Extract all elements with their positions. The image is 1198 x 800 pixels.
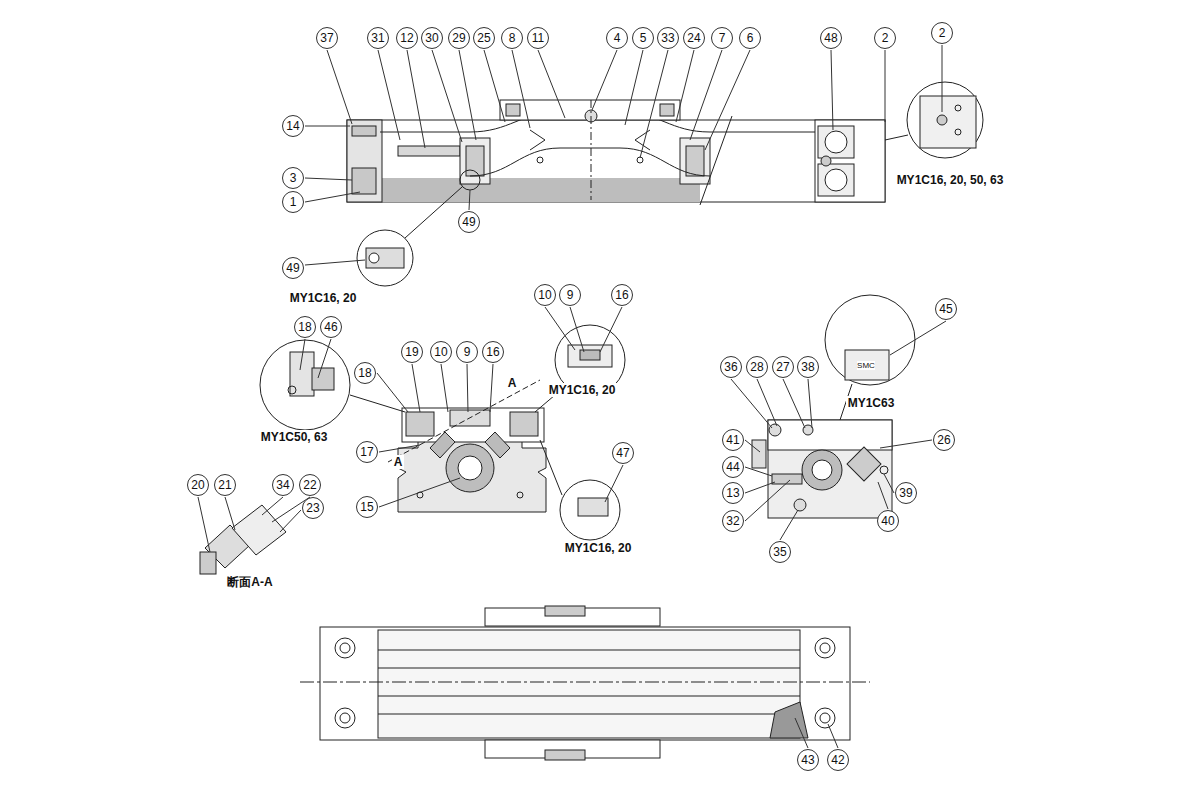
callout-number: 32 [722,510,744,532]
callout-number: 21 [214,474,236,496]
model-label: A [506,376,519,390]
model-label: MY1C16, 20 [288,291,359,305]
model-label: A [392,455,405,469]
model-label: MY1C16, 20 [563,541,634,555]
callout-number: 16 [482,341,504,363]
callout-number: 15 [356,496,378,518]
callout-number: 8 [501,27,523,49]
callout-number: 26 [933,429,955,451]
callout-number: 9 [456,341,478,363]
callout-number: 2 [931,22,953,44]
callout-number: 3 [282,167,304,189]
callout-number: 4 [606,27,628,49]
model-label: MY1C63 [846,396,897,410]
callout-number: 10 [534,284,556,306]
callout-number: 19 [401,341,423,363]
callout-number: 46 [320,316,342,338]
callout-number: 49 [282,257,304,279]
callout-number: 37 [316,27,338,49]
model-label: MY1C50, 63 [259,430,330,444]
callout-number: 47 [612,442,634,464]
callout-number: 22 [299,474,321,496]
callout-number: 2 [874,27,896,49]
callout-number: 27 [772,356,794,378]
model-label: MY1C16, 20, 50, 63 [895,173,1006,187]
callout-number: 48 [820,27,842,49]
callout-number: 18 [294,316,316,338]
callout-number: 43 [797,749,819,771]
callout-number: 31 [367,27,389,49]
model-label: MY1C16, 20 [547,383,618,397]
callout-number: 40 [877,510,899,532]
callout-number: 7 [711,27,733,49]
callout-number: 30 [421,27,443,49]
callout-number: 33 [657,27,679,49]
callout-number: 24 [683,27,705,49]
callout-number: 16 [611,284,633,306]
callout-number: 5 [632,27,654,49]
callout-number: 11 [527,27,549,49]
callout-number: 34 [272,474,294,496]
callout-number: 10 [430,341,452,363]
callout-number: 45 [935,298,957,320]
callout-number: 39 [895,482,917,504]
callout-number: 28 [746,356,768,378]
callout-number: 6 [739,27,761,49]
callout-number: 25 [473,27,495,49]
callout-number: 38 [797,356,819,378]
callout-number: 20 [187,474,209,496]
callout-number: 9 [559,284,581,306]
callout-number: 49 [458,211,480,233]
callout-number: 12 [396,27,418,49]
callout-number: 17 [356,441,378,463]
callout-number: 1 [282,191,304,213]
callout-number: 35 [769,541,791,563]
callout-number: 23 [302,497,324,519]
callout-number: 13 [722,482,744,504]
callout-number: 18 [354,362,376,384]
callout-number: 36 [720,356,742,378]
callout-number: 41 [722,429,744,451]
model-label: SMC [857,361,875,370]
model-label: 断面A-A [225,574,274,591]
callout-number: 29 [448,27,470,49]
callout-number: 44 [722,456,744,478]
callout-number: 14 [282,115,304,137]
callout-number: 42 [827,749,849,771]
